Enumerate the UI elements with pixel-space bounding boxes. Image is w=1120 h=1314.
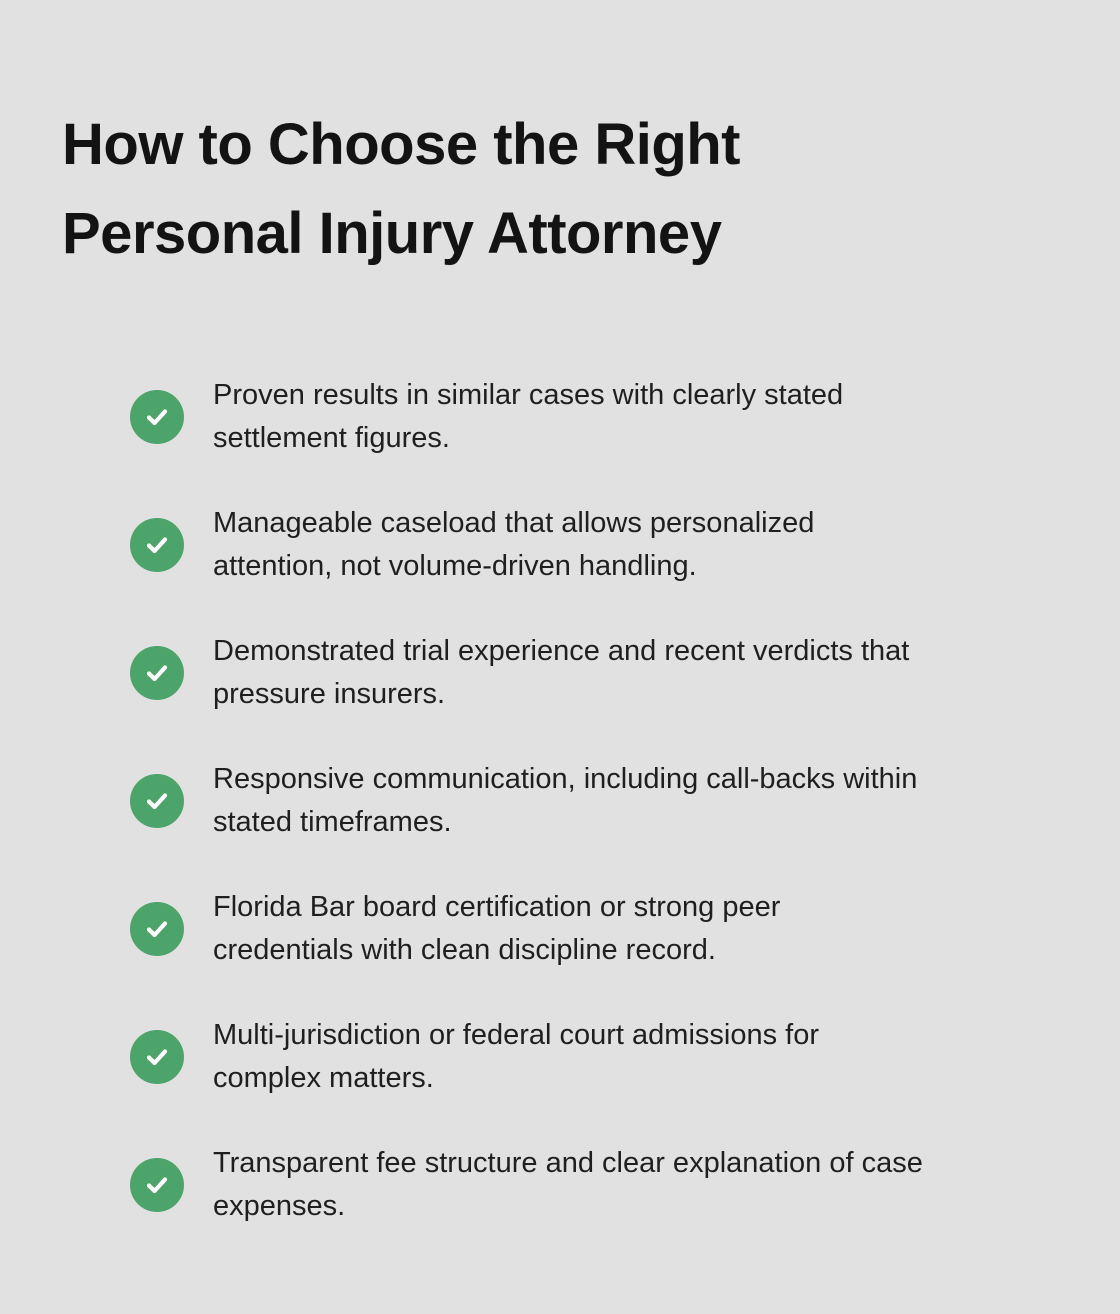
list-item: Manageable caseload that allows personal… — [130, 502, 1070, 588]
list-item-text-line: complex matters. — [213, 1062, 434, 1094]
page-title-line-1: How to Choose the Right — [62, 112, 741, 177]
list-item-text: Manageable caseload that allows personal… — [213, 502, 814, 588]
list-item-text: Proven results in similar cases with cle… — [213, 374, 843, 460]
list-item: Proven results in similar cases with cle… — [130, 374, 1070, 460]
page-title: How to Choose the Right Personal Injury … — [62, 100, 982, 278]
list-item-text-line: attention, not volume-driven handling. — [213, 550, 697, 582]
check-circle-icon — [130, 518, 184, 572]
list-item-text-line: Multi-jurisdiction or federal court admi… — [213, 1019, 819, 1051]
list-item-text-line: settlement figures. — [213, 422, 450, 454]
list-item-text-line: Transparent fee structure and clear expl… — [213, 1147, 923, 1179]
check-circle-icon — [130, 646, 184, 700]
list-item-text-line: Florida Bar board certification or stron… — [213, 891, 781, 923]
list-item-text-line: stated timeframes. — [213, 806, 452, 838]
list-item: Transparent fee structure and clear expl… — [130, 1142, 1070, 1228]
list-item-text: Responsive communication, including call… — [213, 758, 917, 844]
list-item-text: Florida Bar board certification or stron… — [213, 886, 780, 972]
list-item-text-line: Manageable caseload that allows personal… — [213, 507, 815, 539]
check-circle-icon — [130, 1030, 184, 1084]
checklist: Proven results in similar cases with cle… — [130, 374, 1070, 1270]
list-item-text: Transparent fee structure and clear expl… — [213, 1142, 923, 1228]
list-item: Demonstrated trial experience and recent… — [130, 630, 1070, 716]
check-circle-icon — [130, 1158, 184, 1212]
list-item-text-line: credentials with clean discipline record… — [213, 934, 716, 966]
check-circle-icon — [130, 774, 184, 828]
list-item-text: Demonstrated trial experience and recent… — [213, 630, 909, 716]
list-item-text-line: pressure insurers. — [213, 678, 446, 710]
page-title-line-2: Personal Injury Attorney — [62, 201, 722, 266]
list-item-text: Multi-jurisdiction or federal court admi… — [213, 1014, 819, 1100]
list-item: Responsive communication, including call… — [130, 758, 1070, 844]
list-item-text-line: Responsive communication, including call… — [213, 763, 918, 795]
check-circle-icon — [130, 390, 184, 444]
check-circle-icon — [130, 902, 184, 956]
list-item-text-line: Demonstrated trial experience and recent… — [213, 635, 910, 667]
list-item: Florida Bar board certification or stron… — [130, 886, 1070, 972]
list-item: Multi-jurisdiction or federal court admi… — [130, 1014, 1070, 1100]
list-item-text-line: expenses. — [213, 1190, 346, 1222]
list-item-text-line: Proven results in similar cases with cle… — [213, 379, 844, 411]
